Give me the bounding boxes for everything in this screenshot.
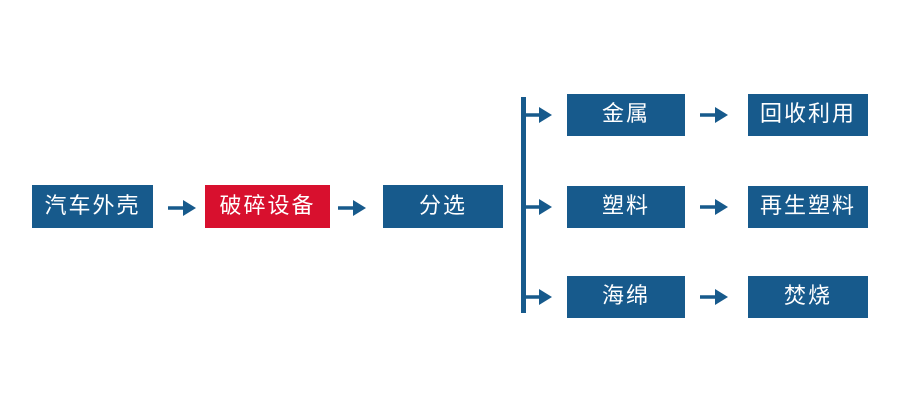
arrow-right-icon — [523, 103, 553, 127]
node-car-shell: 汽车外壳 — [32, 185, 153, 228]
node-incineration: 焚烧 — [748, 276, 868, 318]
arrow-right-icon — [699, 103, 729, 127]
node-metal: 金属 — [567, 94, 685, 136]
node-recycling: 回收利用 — [748, 94, 868, 136]
arrow-right-icon — [699, 195, 729, 219]
arrow-right-icon — [523, 195, 553, 219]
arrow-right-icon — [523, 285, 553, 309]
node-sorting: 分选 — [383, 185, 503, 228]
node-sponge: 海绵 — [567, 276, 685, 318]
arrow-right-icon — [337, 196, 367, 220]
arrow-right-icon — [699, 285, 729, 309]
branch-connector-line — [521, 97, 526, 313]
node-recycled-plastic: 再生塑料 — [748, 186, 868, 228]
node-crushing-equipment: 破碎设备 — [205, 185, 330, 228]
arrow-right-icon — [167, 196, 197, 220]
node-plastic: 塑料 — [567, 186, 685, 228]
